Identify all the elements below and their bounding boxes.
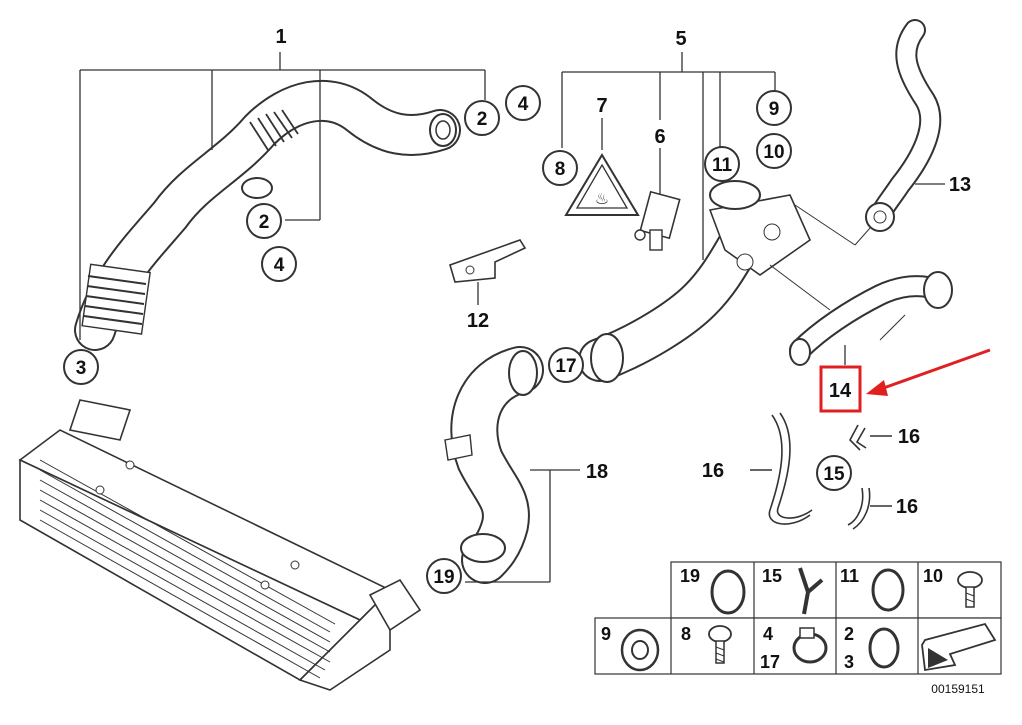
svg-text:3: 3 [844, 652, 854, 672]
grid-cell-11: 11 [840, 566, 905, 612]
callout-8: 8 [555, 159, 566, 180]
svg-text:4: 4 [763, 624, 773, 644]
callout-4a: 4 [518, 94, 529, 115]
callout-10: 10 [763, 142, 784, 163]
callout-19: 19 [433, 567, 454, 588]
warning-label-icon: ♨ [564, 118, 640, 216]
sensor [634, 148, 681, 251]
grid-cell-19: 19 [680, 566, 746, 615]
callout-5: 5 [675, 28, 686, 50]
callout-7: 7 [596, 95, 607, 117]
small-hoses-16 [750, 412, 892, 530]
vent-hose-13 [854, 19, 945, 246]
svg-text:♨: ♨ [595, 189, 609, 208]
hose-clamp-icon [792, 627, 828, 664]
svg-text:2: 2 [844, 624, 854, 644]
callout-1: 1 [275, 26, 286, 48]
o-ring-icon [710, 569, 746, 615]
grid-cell-arrow [921, 622, 997, 672]
svg-text:9: 9 [601, 624, 611, 644]
callout-11: 11 [712, 155, 733, 176]
svg-text:15: 15 [762, 566, 782, 586]
svg-text:10: 10 [923, 566, 943, 586]
callout-14: 14 [829, 380, 852, 402]
throttle-pipe [578, 180, 856, 383]
svg-text:11: 11 [840, 566, 859, 586]
svg-text:19: 19 [680, 566, 700, 586]
corrugated-section [249, 109, 299, 151]
callout-3: 3 [76, 358, 87, 379]
callouts: 1 2 4 2 4 3 5 7 6 8 9 10 11 12 13 14 15 … [63, 26, 971, 594]
callout-16b: 16 [702, 460, 724, 482]
svg-text:8: 8 [681, 624, 691, 644]
parts-grid: 19 15 11 10 9 [594, 561, 1002, 675]
callout-16c: 16 [896, 496, 918, 518]
grommet-icon [620, 628, 660, 672]
screw-icon [957, 571, 983, 608]
callout-15: 15 [823, 464, 845, 485]
leader-lines-1 [79, 52, 486, 340]
leader-lines-5 [561, 52, 776, 260]
callout-2a: 2 [477, 109, 488, 130]
callout-9: 9 [769, 99, 780, 120]
grid-cell-2-3: 2 3 [844, 624, 900, 672]
o-ring-icon [871, 568, 905, 612]
intercooler [18, 399, 422, 691]
svg-text:17: 17 [760, 652, 780, 672]
callout-6: 6 [654, 126, 665, 148]
charge-air-pipe [74, 79, 461, 351]
charge-pipe-18 [444, 346, 580, 584]
screw-icon [708, 625, 732, 664]
diagram-number: 00159151 [931, 682, 985, 696]
callout-18: 18 [586, 461, 608, 483]
callout-12: 12 [467, 310, 489, 332]
callout-13: 13 [949, 174, 971, 196]
vent-hose-14 [789, 271, 953, 366]
grid-cell-10: 10 [923, 566, 983, 608]
grid-cell-15: 15 [762, 566, 824, 615]
callout-17: 17 [555, 356, 576, 377]
callout-16a: 16 [898, 426, 920, 448]
callout-4b: 4 [274, 255, 285, 276]
callout-2b: 2 [259, 212, 270, 233]
hose-connector-icon [798, 567, 824, 615]
highlight-annotation [819, 348, 991, 413]
grid-cell-8: 8 [681, 624, 732, 664]
bellows [81, 263, 151, 335]
bracket [449, 239, 527, 305]
o-ring-icon [868, 627, 900, 669]
grid-cell-4-17: 4 17 [760, 624, 828, 672]
grid-cell-9: 9 [601, 624, 660, 672]
